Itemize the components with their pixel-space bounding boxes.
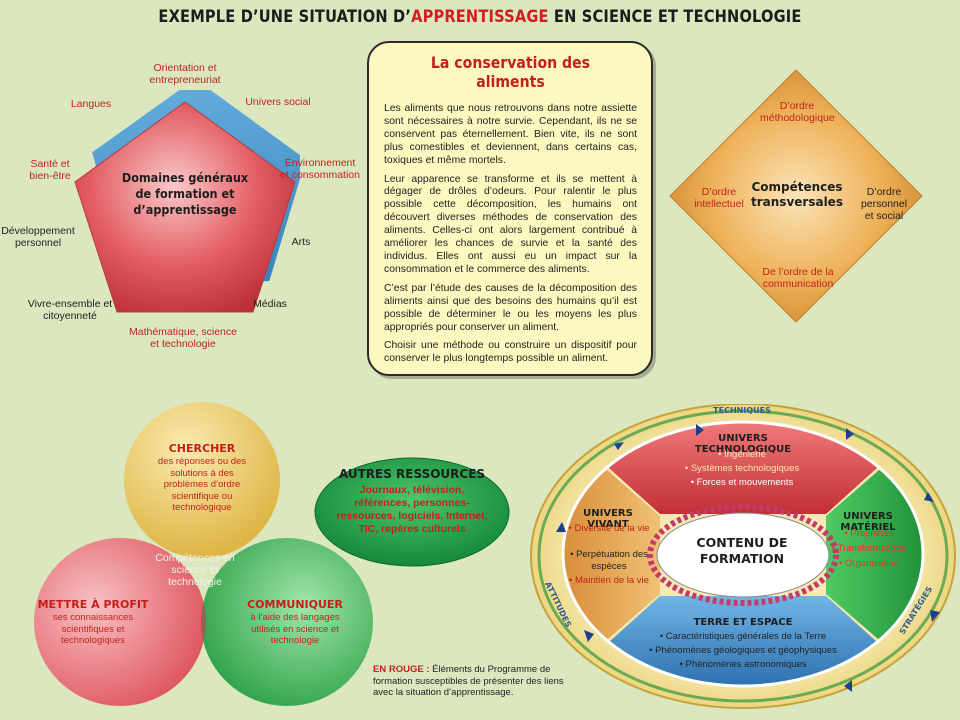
label-sante: Santé et bien-être <box>29 158 71 182</box>
center-bead-ring <box>647 504 839 606</box>
label-environnement: Environnement et consommation <box>280 157 360 181</box>
vivant-item: • Perpétuation des espèces <box>570 549 648 572</box>
venn-chercher-text: des réponses ou des solutions à des prob… <box>157 456 247 513</box>
ressources-oval <box>314 457 510 567</box>
ring-line <box>537 409 949 703</box>
terre-item: • Phénomènes astronomiques <box>679 659 807 670</box>
terre-item: • Caractéristiques générales de la Terre <box>659 631 827 642</box>
sector-technologique <box>563 422 923 514</box>
vivant-title: UNIVERS VIVANT <box>583 508 633 530</box>
ring-arrow-icon <box>696 424 704 436</box>
diamond-left: D’ordre intellectuel <box>694 186 744 210</box>
diamond-shape <box>669 69 923 323</box>
label-univers-social: Univers social <box>245 96 311 108</box>
sector-terre <box>563 596 923 686</box>
textbox-paragraph: C’est par l’étude des causes de la décom… <box>384 282 637 333</box>
venn-diagram <box>34 402 373 706</box>
ring-arrow-icon <box>844 680 852 692</box>
terre-item: • Phénomènes géologiques et géophysiques <box>649 645 837 656</box>
venn-mettre-text: ses connaissances scientifiques et techn… <box>52 612 134 646</box>
venn-communiquer-title: COMMUNIQUER <box>247 598 343 611</box>
materiel-item: • Transformations <box>831 543 907 554</box>
vivant-item: • Diversité de la vie <box>568 523 650 534</box>
label-medias: Médias <box>253 298 287 310</box>
venn-chercher-title: CHERCHER <box>168 442 236 455</box>
textbox-title: La conservation des aliments <box>430 53 591 91</box>
ring-arrow-icon <box>584 630 594 642</box>
diamond-top: D’ordre méthodologique <box>760 100 835 124</box>
diamond-right: D’ordre personnel et social <box>860 186 908 222</box>
pentagon-graphic <box>74 90 300 313</box>
venn-circle-communiquer <box>201 538 373 706</box>
center-oval <box>656 512 830 598</box>
materiel-item: • Propriétés <box>844 528 894 539</box>
diamond-bottom: De l’ordre de la communication <box>762 266 834 290</box>
ring-arrow-icon <box>846 428 854 440</box>
label-arts: Arts <box>291 236 311 248</box>
situation-textbox: La conservation des aliments Les aliment… <box>367 41 653 376</box>
legend: EN ROUGE : Éléments du Programme de form… <box>373 664 564 698</box>
ressources-title: AUTRES RESSOURCES <box>338 467 486 481</box>
techno-item: • Forces et mouvements <box>690 477 794 488</box>
label-vivre-ensemble: Vivre-ensemble et citoyenneté <box>27 298 113 322</box>
venn-center: Compétences en science et technologie <box>155 552 235 588</box>
label-developpement: Développement personnel <box>1 225 75 249</box>
techno-item: • Ingénierie <box>718 449 766 460</box>
contenu-center: CONTENU DE FORMATION <box>696 535 788 566</box>
ressources-text: Journaux, télévision, références, person… <box>336 484 488 535</box>
ring-arrow-icon <box>924 492 934 502</box>
ring-label-techniques: TECHNIQUES <box>713 406 771 415</box>
venn-mettre-title: METTRE À PROFIT <box>37 598 149 611</box>
venn-communiquer-text: à l’aide des langages utilisés en scienc… <box>250 612 340 646</box>
techno-title: UNIVERS TECHNOLOGIQUE <box>694 433 792 455</box>
textbox-paragraph: Choisir une méthode ou construire un dis… <box>384 340 637 365</box>
pentagon-front <box>74 101 296 313</box>
ring-arrow-icon <box>614 442 624 450</box>
label-langues: Langues <box>70 98 112 110</box>
label-mathematique: Mathématique, science et technologie <box>129 326 237 350</box>
pentagon-center: Domaines généraux de formation et d’appr… <box>121 170 249 217</box>
materiel-item: • Organisation <box>839 558 899 569</box>
contenu-wheel <box>530 404 956 709</box>
ring-arrow-icon <box>930 610 940 622</box>
textbox-paragraph: Les aliments que nous retrouvons dans no… <box>384 103 637 166</box>
diamond-graphic <box>669 69 923 323</box>
techno-item: • Systèmes technologiques <box>684 463 800 474</box>
materiel-title: UNIVERS MATÉRIEL <box>840 511 896 533</box>
page-title: EXEMPLE D’UNE SITUATION D’APPRENTISSAGE … <box>158 7 802 27</box>
terre-title: TERRE ET ESPACE <box>693 617 793 628</box>
diamond-center: Compétences transversales <box>751 180 843 209</box>
venn-circle-chercher <box>124 402 280 558</box>
vivant-item: • Maintien de la vie <box>569 575 649 586</box>
venn-circle-mettre-a-profit <box>34 538 206 706</box>
ring-arrow-icon <box>556 522 566 532</box>
textbox-paragraph: Leur apparence se transforme et ils se m… <box>384 173 637 275</box>
label-orientation: Orientation et entrepreneuriat <box>149 62 221 86</box>
